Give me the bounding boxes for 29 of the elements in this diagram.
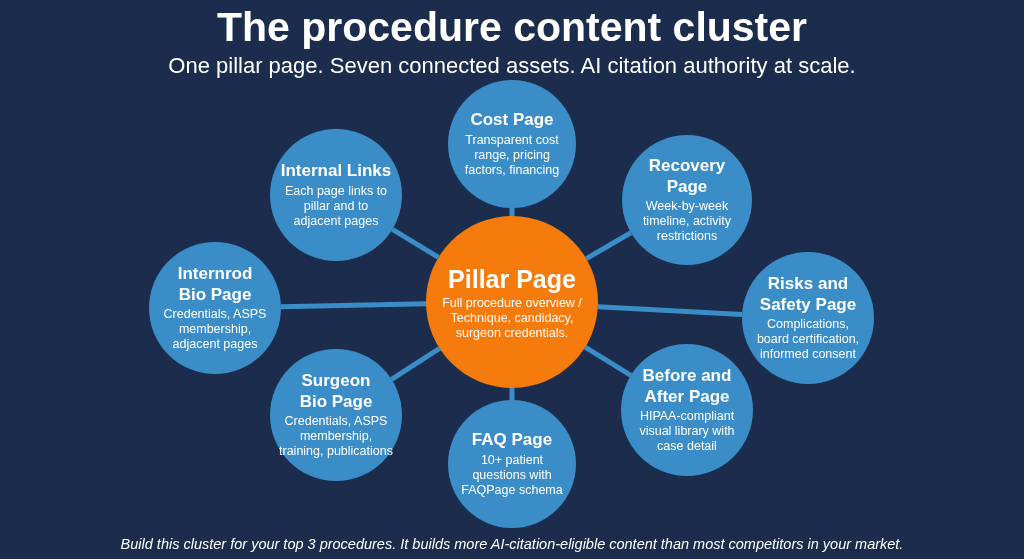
node-description: Full procedure overview / Technique, candidacy, surgeon credentials. [441,295,583,341]
node-title: FAQ Page [471,430,553,451]
connector-line [585,230,633,261]
connector-line [597,304,743,317]
subtitle: One pillar page. Seven connected assets. AI citation authority at scale. [167,53,857,79]
title: The procedure content cluster [215,4,809,51]
caption: Build this cluster for your top 3 procedures. It builds more AI-citation-eligible content than most competitors in your market. [119,536,905,552]
node-description: Week-by-week timeline, activity restrictions [641,198,733,244]
node-title: Cost Page [470,110,554,131]
node-description: Complications, board certification, informed consent [755,316,861,362]
connector-line [280,301,427,310]
node-title: Recovery Page [647,156,727,197]
node-title: Before and After Page [641,366,733,407]
node-description: 10+ patient questions with FAQPage schema [460,452,564,498]
node-description: Credentials, ASPS membership, adjacent pages [162,306,268,352]
node-title: Risks and Safety Page [758,274,858,315]
node-description: Each page links to pillar and to adjacent pages [283,183,389,229]
connector-line [509,388,515,400]
connector-line [583,345,633,378]
connector-line [390,346,441,382]
node-description: Transparent cost range, pricing factors, financing [463,132,561,178]
node-description: HIPAA-compliant visual library with case detail [638,408,736,454]
node-title: Internrod Bio Page [176,264,254,305]
connector-line [391,227,440,260]
node-title: Internal Links [280,161,392,182]
node-title: Surgeon Bio Page [298,371,374,412]
node-description: Credentials, ASPS membership, training, publications [278,413,394,459]
connector-line [509,208,515,216]
node-title: Pillar Page [448,263,576,294]
